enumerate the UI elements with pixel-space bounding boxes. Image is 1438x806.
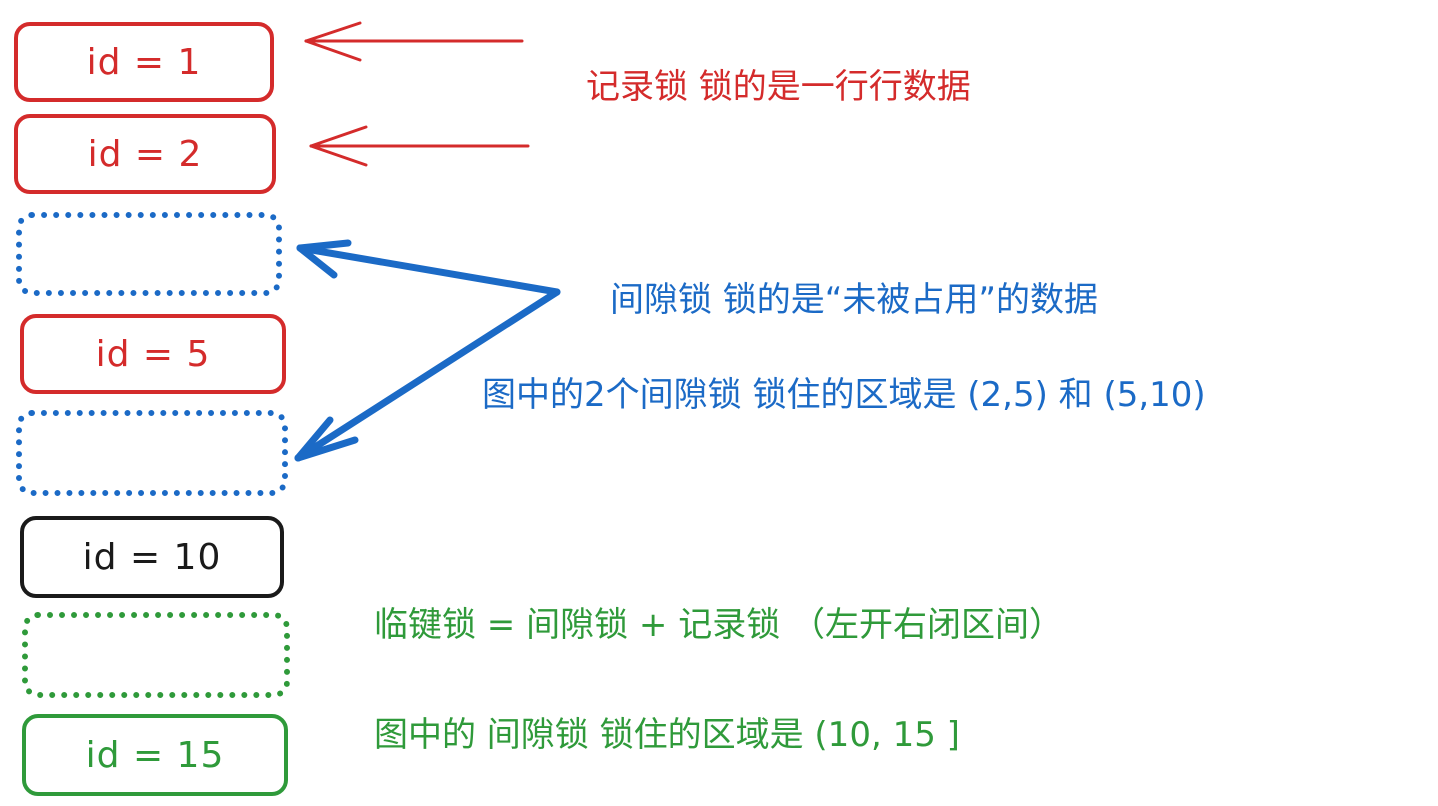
gap-box-10-15 <box>22 612 290 698</box>
record-label: id = 10 <box>82 536 222 578</box>
next-key-lock-note: 临键锁 = 间隙锁 + 记录锁 （左开右闭区间） <box>374 605 1064 645</box>
record-box-id-15: id = 15 <box>22 714 288 796</box>
record-label: id = 1 <box>86 41 202 83</box>
record-box-id-10: id = 10 <box>20 516 284 598</box>
next-key-range-note: 图中的 间隙锁 锁住的区域是 (10, 15 ] <box>374 715 960 755</box>
gap-lock-note: 间隙锁 锁的是“未被占用”的数据 <box>610 280 1099 320</box>
gap-box-2-5 <box>16 212 282 296</box>
record-box-id-1: id = 1 <box>14 22 274 102</box>
record-lock-note: 记录锁 锁的是一行行数据 <box>586 67 971 107</box>
record-box-id-2: id = 2 <box>14 114 276 194</box>
record-lock-arrow-1 <box>304 21 524 62</box>
gap-range-note: 图中的2个间隙锁 锁住的区域是 (2,5) 和 (5,10) <box>482 375 1206 415</box>
record-label: id = 2 <box>87 133 203 175</box>
record-label: id = 15 <box>85 734 225 776</box>
gap-lock-arrows <box>294 239 561 462</box>
record-box-id-5: id = 5 <box>20 314 286 394</box>
record-label: id = 5 <box>95 333 211 375</box>
gap-box-5-10 <box>16 410 288 496</box>
record-lock-arrow-2 <box>309 125 530 167</box>
